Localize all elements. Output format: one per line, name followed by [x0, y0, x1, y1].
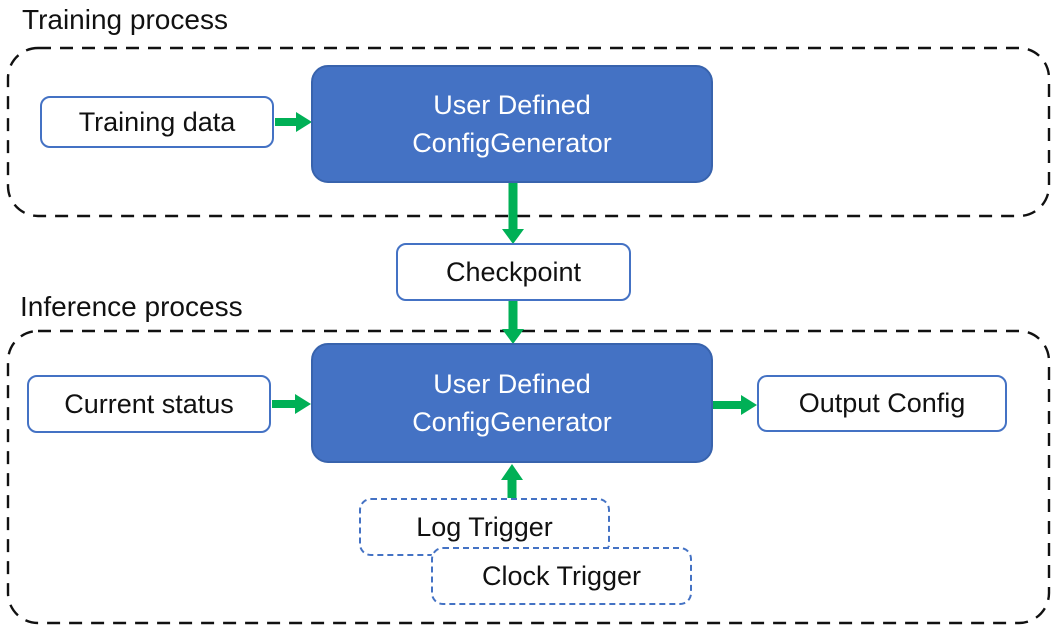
current-status-box: Current status	[27, 375, 271, 433]
arrow-triggers-to-generator	[501, 464, 523, 498]
log-trigger-label: Log Trigger	[416, 511, 553, 542]
output-config-label: Output Config	[798, 388, 966, 418]
training-process-container	[6, 46, 1051, 218]
training-generator-label-line1: User Defined	[433, 90, 591, 120]
clock-trigger-label: Clock Trigger	[481, 560, 642, 591]
training-config-generator-box: User Defined ConfigGenerator	[311, 65, 713, 183]
current-status-label: Current status	[64, 388, 234, 419]
inference-process-label: Inference process	[20, 291, 243, 322]
clock-trigger-box: Clock Trigger	[431, 547, 692, 605]
inference-config-generator-box: User Defined ConfigGenerator	[311, 343, 713, 463]
arrow-checkpoint-to-generator	[502, 300, 524, 344]
inference-process-container	[6, 329, 1051, 625]
checkpoint-box: Checkpoint	[396, 243, 631, 301]
checkpoint-label: Checkpoint	[445, 256, 582, 287]
training-process-label: Training process	[22, 4, 228, 35]
arrow-generator-to-checkpoint	[502, 183, 524, 244]
arrow-training-data-to-generator	[275, 112, 312, 132]
training-data-label: Training data	[78, 106, 236, 137]
arrow-current-status-to-generator	[272, 394, 311, 414]
arrow-generator-to-output-config	[713, 395, 757, 415]
inference-generator-label-line2: ConfigGenerator	[412, 407, 612, 437]
inference-generator-label-line1: User Defined	[433, 369, 591, 399]
training-data-box: Training data	[40, 96, 274, 148]
training-generator-label-line2: ConfigGenerator	[412, 128, 612, 158]
output-config-box: Output Config	[757, 375, 1007, 432]
